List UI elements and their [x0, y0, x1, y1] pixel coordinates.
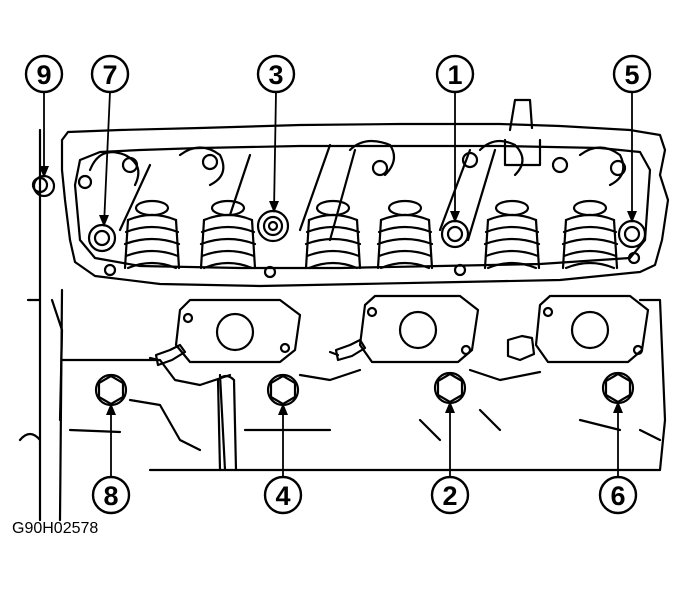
- arrowhead-3: [269, 201, 279, 213]
- head-bolt-5: [617, 219, 647, 249]
- head-bolt-6: [601, 371, 635, 405]
- left-block-edge: [18, 128, 64, 522]
- figure-id: G90H02578: [12, 520, 99, 537]
- arrowhead-7: [99, 215, 109, 227]
- callout-label-5: 5: [624, 60, 639, 90]
- callout-label-6: 6: [610, 481, 625, 511]
- callout-label-9: 9: [36, 60, 51, 90]
- valve-springs: [123, 199, 619, 270]
- callout-label-1: 1: [447, 60, 462, 90]
- callout-circle-4: [263, 475, 303, 515]
- head-bolt-2: [433, 371, 467, 405]
- leader-7: [103, 91, 111, 226]
- arrowhead-4: [278, 403, 288, 415]
- head-bolt-8: [94, 373, 128, 407]
- callout-circle-6: [598, 475, 638, 515]
- head-outline-upper: [60, 122, 670, 288]
- arrowhead-1: [450, 211, 460, 223]
- callout-label-2: 2: [442, 481, 457, 511]
- callout-circle-9: [24, 54, 64, 94]
- top-bracket: [503, 98, 542, 167]
- callout-label-8: 8: [103, 481, 118, 511]
- arrowhead-8: [106, 403, 116, 415]
- callout-label-3: 3: [268, 60, 283, 90]
- callout-circle-2: [430, 475, 470, 515]
- callout-circle-8: [91, 475, 131, 515]
- arrowhead-5: [627, 211, 637, 223]
- arrowhead-6: [613, 401, 623, 413]
- callout-label-4: 4: [275, 481, 290, 511]
- leader-3: [273, 91, 277, 212]
- callout-circle-7: [90, 54, 130, 94]
- head-bolt-3: [256, 209, 290, 243]
- callout-circle-1: [435, 54, 475, 94]
- arrowhead-9: [39, 166, 49, 178]
- head-bolt-4: [266, 373, 300, 407]
- arrowhead-2: [445, 401, 455, 413]
- callout-circle-5: [612, 54, 652, 94]
- head-bolt-1: [440, 219, 470, 249]
- top-bosses: [88, 139, 625, 187]
- spark-plugs: [148, 334, 536, 367]
- dipstick-tube: [216, 374, 238, 472]
- callout-label-7: 7: [102, 60, 117, 90]
- head-bolt-7: [87, 223, 117, 253]
- lower-block: [58, 288, 667, 522]
- callout-circle-3: [256, 54, 296, 94]
- exhaust-ports: [174, 294, 650, 364]
